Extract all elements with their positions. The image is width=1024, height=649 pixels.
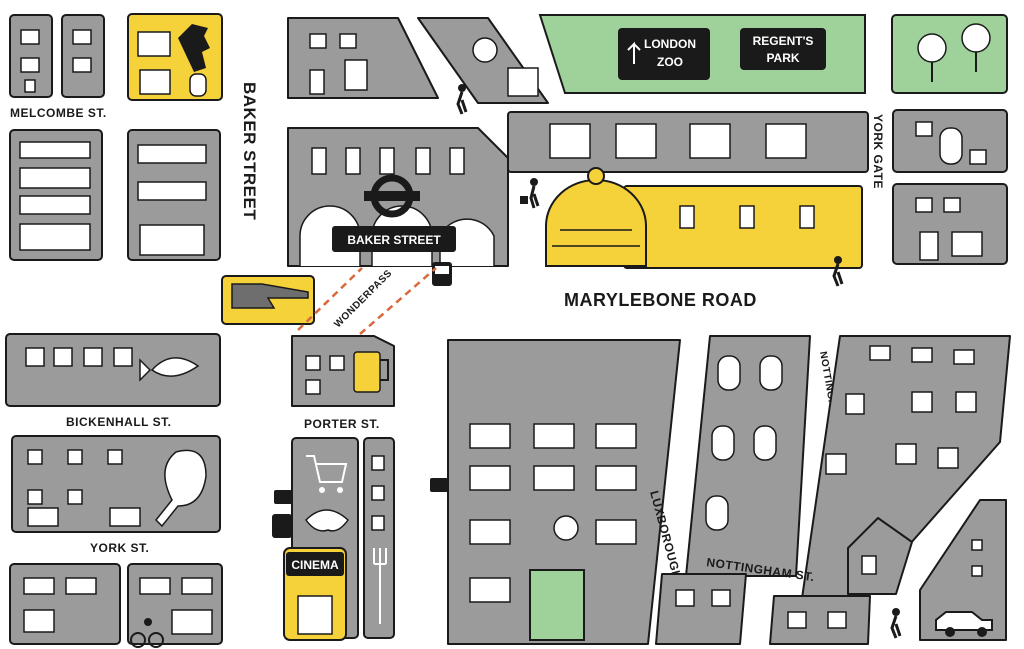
street-label-york-gate: YORK GATE — [871, 114, 885, 189]
sherlock-silhouette-icon — [178, 24, 210, 72]
street-label-melcombe: MELCOMBE ST. — [10, 106, 107, 120]
building-nottingham-1 — [685, 335, 811, 577]
planetarium-dome-icon — [545, 167, 647, 267]
park-corner — [891, 14, 1008, 94]
sign-london-zoo[interactable]: LONDON ZOO — [618, 28, 710, 80]
taxi-icon — [935, 611, 993, 637]
building-tall-narrow — [363, 437, 395, 639]
beer-mug-icon — [353, 351, 389, 393]
planetarium[interactable] — [545, 167, 863, 269]
street-label-baker-street: BAKER STREET — [240, 82, 259, 220]
building-top-house — [287, 17, 439, 99]
building-york-gate-1 — [892, 109, 1008, 173]
building-melcombe-1 — [9, 14, 53, 98]
street-label-bickenhall: BICKENHALL ST. — [66, 415, 171, 429]
pedestrian-icon — [890, 608, 902, 639]
luggage-icon — [274, 478, 448, 504]
building-bottom-center — [655, 573, 747, 645]
bus-icon — [272, 514, 292, 538]
sign-regents-park[interactable]: REGENT'S PARK — [740, 28, 826, 70]
street-label-porter: PORTER ST. — [304, 417, 380, 431]
building-left-mid — [9, 129, 103, 261]
building-melcombe-2 — [61, 14, 105, 98]
pedestrian-icon — [520, 178, 540, 209]
building-bottom-left-2 — [127, 563, 223, 645]
wonderpass-route-2 — [359, 267, 437, 335]
sign-london-zoo-line2: ZOO — [657, 55, 683, 69]
cinema-sign-label: CINEMA — [291, 558, 339, 572]
station-sign-label: BAKER STREET — [347, 233, 441, 247]
street-label-wonderpass: WONDERPASS — [332, 268, 394, 330]
building-bickenhall — [5, 333, 221, 407]
bus-icon — [432, 262, 452, 286]
building-pub — [291, 335, 395, 407]
building-left-mid-2 — [127, 129, 221, 261]
chicken-leg-icon — [154, 449, 207, 528]
shopping-cart-icon — [306, 455, 348, 493]
fork-icon — [373, 548, 387, 624]
wonderpass-route — [297, 267, 363, 331]
bicycle-icon — [130, 618, 164, 648]
terrace-marylebone — [507, 111, 869, 173]
underground-roundel-icon — [364, 174, 420, 218]
arrow-icon — [627, 41, 641, 64]
building-small-house — [847, 517, 913, 595]
sign-london-zoo-line1: LONDON — [644, 37, 696, 51]
building-diagonal — [417, 17, 549, 104]
sign-regents-park-line1: REGENT'S — [753, 34, 814, 48]
building-bottom-left-1 — [9, 563, 121, 645]
pedestrian-icon — [456, 84, 468, 115]
station-sign: BAKER STREET — [332, 226, 456, 252]
fish-icon — [139, 357, 200, 382]
cinema[interactable]: CINEMA — [283, 547, 347, 641]
sign-regents-park-line2: PARK — [766, 51, 799, 65]
building-church — [919, 499, 1007, 641]
street-label-york-st: YORK ST. — [90, 541, 149, 555]
building-york-st — [11, 435, 221, 533]
street-label-marylebone: MARYLEBONE ROAD — [564, 290, 757, 310]
croissant-icon — [305, 509, 349, 532]
building-luxborough — [447, 339, 681, 645]
tree-icon — [917, 23, 991, 82]
pedestrian-icon — [832, 256, 844, 287]
building-bottom-right — [769, 595, 871, 645]
building-york-gate-2 — [892, 183, 1008, 265]
pointing-hand-icon[interactable] — [221, 275, 315, 325]
sherlock-museum[interactable] — [127, 13, 223, 101]
